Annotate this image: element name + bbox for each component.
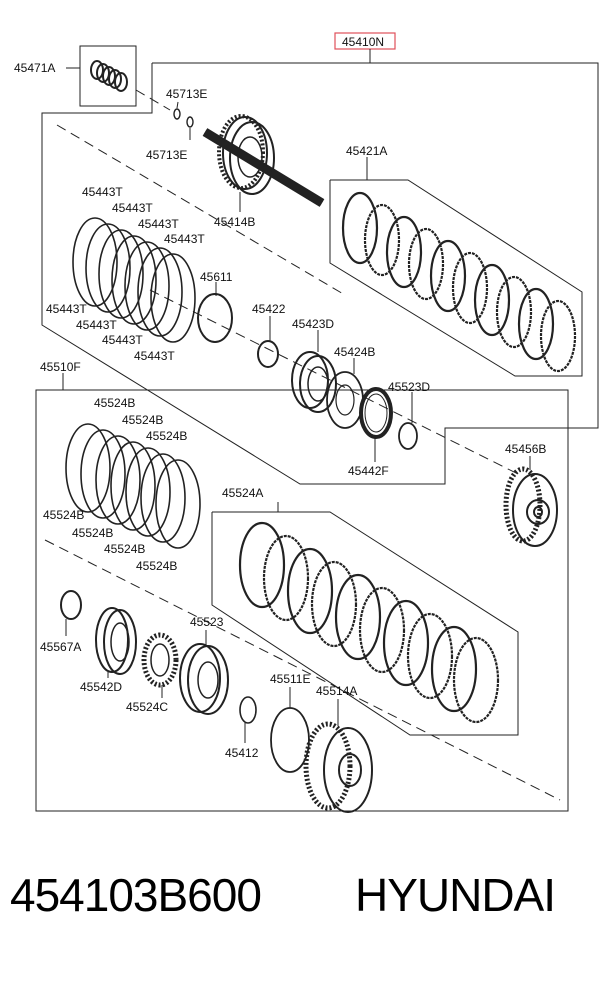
part-label[interactable]: 45611: [200, 270, 233, 284]
part-label[interactable]: 45443T: [112, 201, 153, 215]
lower-assembly-outline: [35, 389, 569, 812]
part-45471A-box: [79, 45, 137, 107]
part-label[interactable]: 45443T: [82, 185, 123, 199]
part-label[interactable]: 45414B: [214, 215, 255, 229]
piston-lower-part: [95, 607, 137, 675]
o-ring-part: [239, 696, 257, 724]
piston-part: [291, 351, 337, 413]
part-label[interactable]: 45523: [190, 615, 224, 629]
clutch-pack-outline: [329, 179, 583, 377]
snap-rings-45443T: [72, 217, 196, 343]
part-label[interactable]: 45443T: [76, 318, 117, 332]
part-label[interactable]: 45443T: [138, 217, 179, 231]
clutch-discs-lower-part: [238, 521, 500, 724]
part-label[interactable]: 45567A: [40, 640, 81, 654]
part-label[interactable]: 45713E: [146, 148, 187, 162]
part-label[interactable]: 45524B: [146, 429, 187, 443]
part-label[interactable]: 45514A: [316, 684, 357, 698]
snap-ring-part: [270, 707, 310, 773]
seal-ring-part: [359, 387, 393, 439]
part-number: 454103B600: [10, 869, 262, 921]
part-label[interactable]: 45524B: [43, 508, 84, 522]
footer-caption: 454103B600 HYUNDAI: [0, 868, 600, 958]
gear-part: [503, 466, 558, 547]
part-label[interactable]: 45424B: [334, 345, 375, 359]
clutch-discs-part: [341, 191, 577, 373]
part-label[interactable]: 45524A: [222, 486, 263, 500]
part-label[interactable]: 45443T: [102, 333, 143, 347]
spring-part: [90, 60, 128, 92]
part-label[interactable]: 45443T: [134, 349, 175, 363]
part-label[interactable]: 45443T: [46, 302, 87, 316]
part-label[interactable]: 45524B: [104, 542, 145, 556]
o-ring-part: [197, 293, 233, 343]
o-ring-part: [60, 590, 82, 620]
part-label[interactable]: 45524B: [122, 413, 163, 427]
spring-retainer-part: [141, 632, 179, 688]
part-label[interactable]: 45523D: [388, 380, 430, 394]
part-label[interactable]: 45524B: [94, 396, 135, 410]
assembly-label-box[interactable]: [334, 32, 396, 50]
snap-ring-part: [186, 116, 194, 128]
o-ring-part: [257, 340, 279, 368]
snap-ring-part: [173, 108, 181, 120]
drum-gear-part: [303, 721, 373, 813]
part-label[interactable]: 45421A: [346, 144, 387, 158]
shaft-gear-part: [202, 114, 325, 207]
part-label[interactable]: 45713E: [166, 87, 207, 101]
assembly-label[interactable]: 45410N: [342, 35, 384, 49]
part-label[interactable]: 45511E: [270, 672, 310, 686]
brand-name: HYUNDAI: [355, 869, 556, 921]
part-label[interactable]: 45524C: [126, 700, 168, 714]
clutch-pack-outline-lower: [211, 511, 519, 736]
retainer-plate-part: [179, 643, 229, 715]
part-label[interactable]: 45524B: [136, 559, 177, 573]
part-label[interactable]: 45471A: [14, 61, 55, 75]
part-label[interactable]: 45456B: [505, 442, 546, 456]
part-label[interactable]: 45412: [225, 746, 259, 760]
part-label[interactable]: 45524B: [72, 526, 113, 540]
part-label[interactable]: 45510F: [40, 360, 81, 374]
part-label[interactable]: 45422: [252, 302, 286, 316]
part-label[interactable]: 45443T: [164, 232, 205, 246]
snap-rings-45524B: [65, 423, 201, 549]
part-label[interactable]: 45542D: [80, 680, 122, 694]
upper-assembly-outline: [41, 62, 599, 485]
snap-ring-part: [398, 422, 418, 450]
part-label[interactable]: 45442F: [348, 464, 389, 478]
part-label[interactable]: 45423D: [292, 317, 334, 331]
